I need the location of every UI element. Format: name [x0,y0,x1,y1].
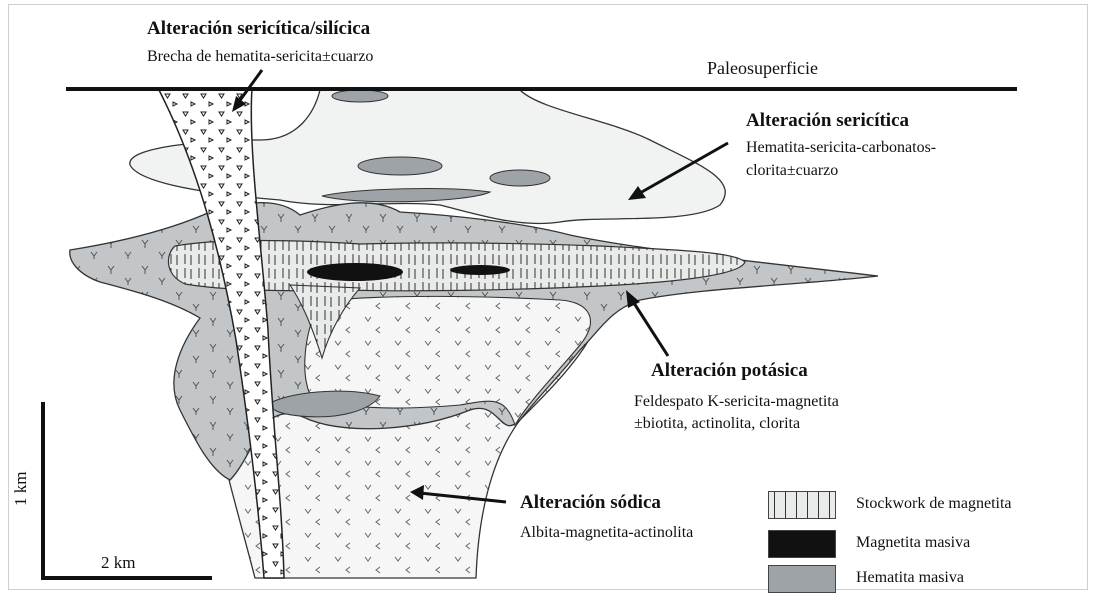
sericitic-title: Alteración sericítica [746,110,909,132]
potassic-desc-line2: ±biotita, actinolita, clorita [634,413,800,434]
magnetite-lens-1 [307,263,403,281]
sodic-desc: Albita-magnetita-actinolita [520,522,693,543]
sericitic-silicic-desc: Brecha de hematita-sericita±cuarzo [147,46,373,67]
sericitic-silicic-title: Alteración sericítica/silícica [147,18,370,40]
potassic-desc-line1: Feldespato K-sericita-magnetita [634,391,839,412]
sodic-title: Alteración sódica [520,492,661,514]
magnetite-lens-2 [450,265,510,275]
stockwork-swatch [768,491,836,519]
paleosurface-label: Paleosuperficie [707,58,818,79]
hematite-swatch [768,565,836,593]
hematite-lens-3 [490,170,550,186]
hematite-lens-2 [358,157,442,175]
legend-label-stockwork: Stockwork de magnetita [856,495,1012,513]
sericitic-desc-line2: clorita±cuarzo [746,160,838,181]
scale-vertical-label: 1 km [10,472,31,506]
legend-item-stockwork: Stockwork de magnetita [768,491,1068,521]
arrow-potassic [632,300,668,356]
sericitic-desc-line1: Hematita-sericita-carbonatos- [746,137,936,158]
legend-label-hematite: Hematita masiva [856,569,964,587]
hematite-lens-1 [332,90,388,102]
potassic-title: Alteración potásica [651,360,808,382]
scale-horizontal-label: 2 km [101,552,135,573]
legend-item-hematite: Hematita masiva [768,565,1068,595]
magnetite-swatch [768,530,836,558]
legend-item-magnetite: Magnetita masiva [768,530,1068,560]
legend-label-magnetite: Magnetita masiva [856,534,970,552]
